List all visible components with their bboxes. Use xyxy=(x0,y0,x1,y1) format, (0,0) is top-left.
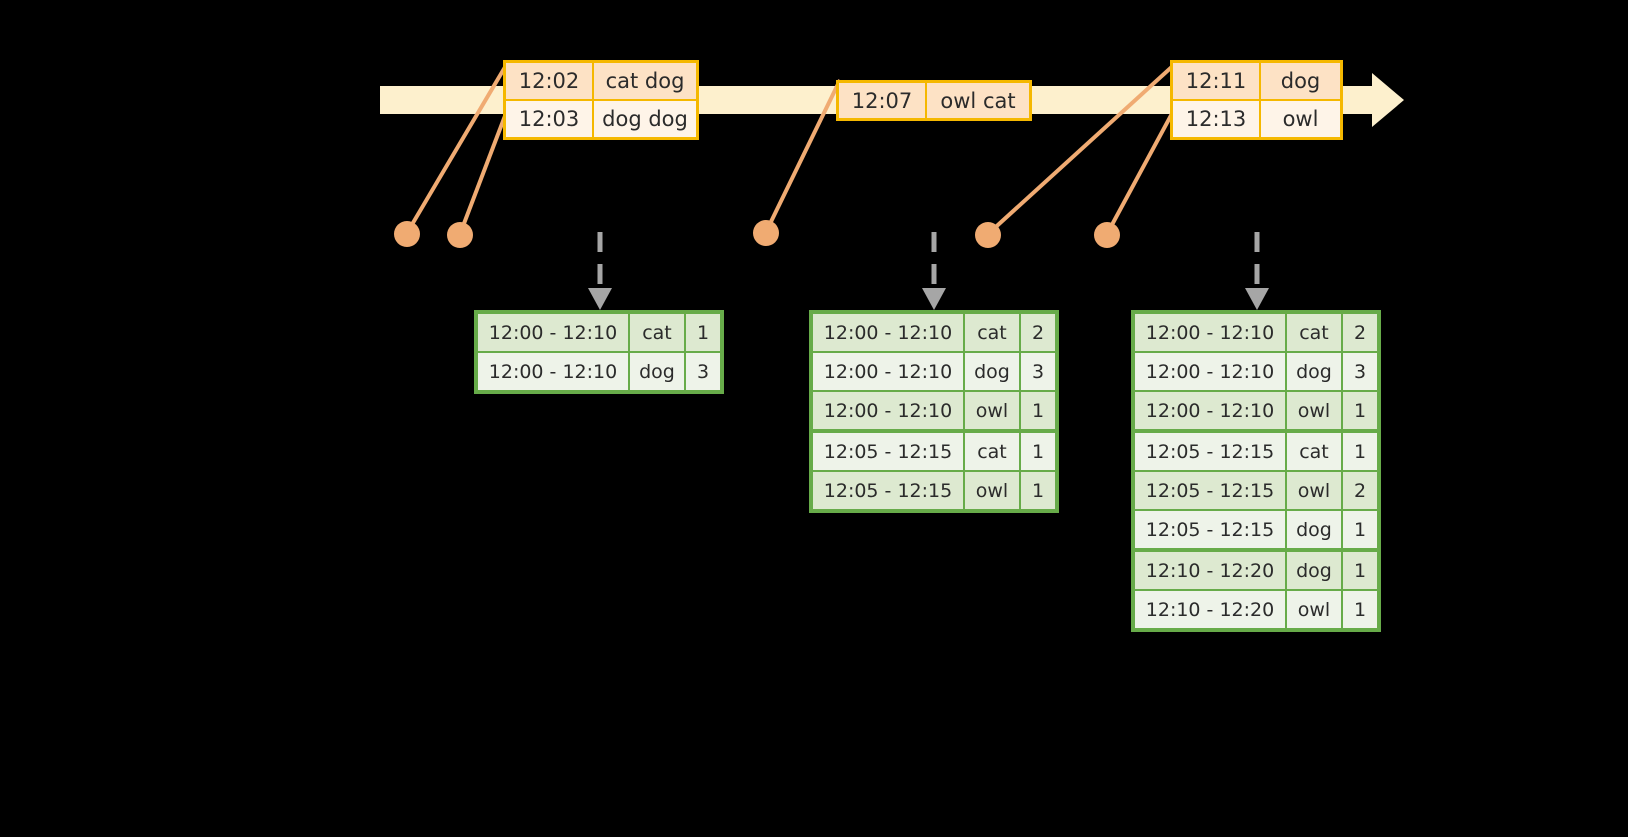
cell-count: 1 xyxy=(686,314,720,351)
cell-key: cat xyxy=(630,314,684,351)
event-timestamp: 12:02 xyxy=(506,63,594,99)
cell-window: 12:00 - 12:10 xyxy=(1135,353,1285,390)
dashed-arrow-3 xyxy=(1245,232,1269,310)
cell-window: 12:00 - 12:10 xyxy=(1135,392,1285,429)
cell-key: dog xyxy=(1287,552,1341,589)
event-row: 12:07 owl cat xyxy=(839,83,1029,118)
event-dot-1 xyxy=(394,221,420,247)
cell-window: 12:00 - 12:10 xyxy=(478,353,628,390)
dashed-arrow-2 xyxy=(922,232,946,310)
cell-count: 1 xyxy=(1343,552,1377,589)
cell-count: 2 xyxy=(1021,314,1055,351)
event-dot-2 xyxy=(447,222,473,248)
event-row: 12:02 cat dog xyxy=(506,63,696,99)
cell-count: 1 xyxy=(1343,433,1377,470)
cell-count: 1 xyxy=(1021,433,1055,470)
cell-window: 12:10 - 12:20 xyxy=(1135,591,1285,628)
cell-window: 12:05 - 12:15 xyxy=(813,433,963,470)
cell-window: 12:05 - 12:15 xyxy=(1135,472,1285,509)
event-timestamp: 12:03 xyxy=(506,101,594,137)
event-row: 12:03 dog dog xyxy=(506,99,696,137)
cell-window: 12:00 - 12:10 xyxy=(478,314,628,351)
cell-window: 12:10 - 12:20 xyxy=(1135,552,1285,589)
cell-key: dog xyxy=(965,353,1019,390)
cell-count: 1 xyxy=(1343,591,1377,628)
cell-key: owl xyxy=(1287,591,1341,628)
event-group-3[interactable]: 12:11 dog 12:13 owl xyxy=(1170,60,1343,140)
cell-key: cat xyxy=(965,314,1019,351)
event-dot-4 xyxy=(975,222,1001,248)
cell-count: 1 xyxy=(1343,511,1377,548)
cell-key: dog xyxy=(1287,511,1341,548)
event-timestamp: 12:07 xyxy=(839,83,927,118)
cell-key: dog xyxy=(1287,353,1341,390)
cell-count: 1 xyxy=(1021,392,1055,429)
cell-key: owl xyxy=(965,392,1019,429)
event-value: cat dog xyxy=(594,63,696,99)
cell-count: 2 xyxy=(1343,314,1377,351)
dashed-arrow-1 xyxy=(588,232,612,310)
cell-key: owl xyxy=(965,472,1019,509)
cell-count: 1 xyxy=(1343,392,1377,429)
event-value: dog dog xyxy=(594,101,696,137)
cell-window: 12:00 - 12:10 xyxy=(1135,314,1285,351)
cell-key: cat xyxy=(965,433,1019,470)
cell-key: cat xyxy=(1287,314,1341,351)
cell-window: 12:00 - 12:10 xyxy=(813,392,963,429)
cell-count: 2 xyxy=(1343,472,1377,509)
timeline-arrowhead xyxy=(1372,73,1404,127)
cell-count: 3 xyxy=(1343,353,1377,390)
cell-window: 12:05 - 12:15 xyxy=(1135,433,1285,470)
cell-window: 12:05 - 12:15 xyxy=(1135,511,1285,548)
event-row: 12:13 owl xyxy=(1173,99,1340,137)
cell-key: cat xyxy=(1287,433,1341,470)
cell-count: 1 xyxy=(1021,472,1055,509)
event-row: 12:11 dog xyxy=(1173,63,1340,99)
event-timestamp: 12:13 xyxy=(1173,101,1261,137)
cell-key: dog xyxy=(630,353,684,390)
event-dot-5 xyxy=(1094,222,1120,248)
event-dot-3 xyxy=(753,220,779,246)
event-value: owl xyxy=(1261,101,1340,137)
cell-window: 12:00 - 12:10 xyxy=(813,314,963,351)
cell-key: owl xyxy=(1287,472,1341,509)
cell-count: 3 xyxy=(1021,353,1055,390)
event-value: owl cat xyxy=(927,83,1029,118)
event-group-1[interactable]: 12:02 cat dog 12:03 dog dog xyxy=(503,60,699,140)
cell-count: 3 xyxy=(686,353,720,390)
cell-window: 12:00 - 12:10 xyxy=(813,353,963,390)
event-group-2[interactable]: 12:07 owl cat xyxy=(836,80,1032,121)
event-value: dog xyxy=(1261,63,1340,99)
cell-window: 12:05 - 12:15 xyxy=(813,472,963,509)
cell-key: owl xyxy=(1287,392,1341,429)
event-timestamp: 12:11 xyxy=(1173,63,1261,99)
